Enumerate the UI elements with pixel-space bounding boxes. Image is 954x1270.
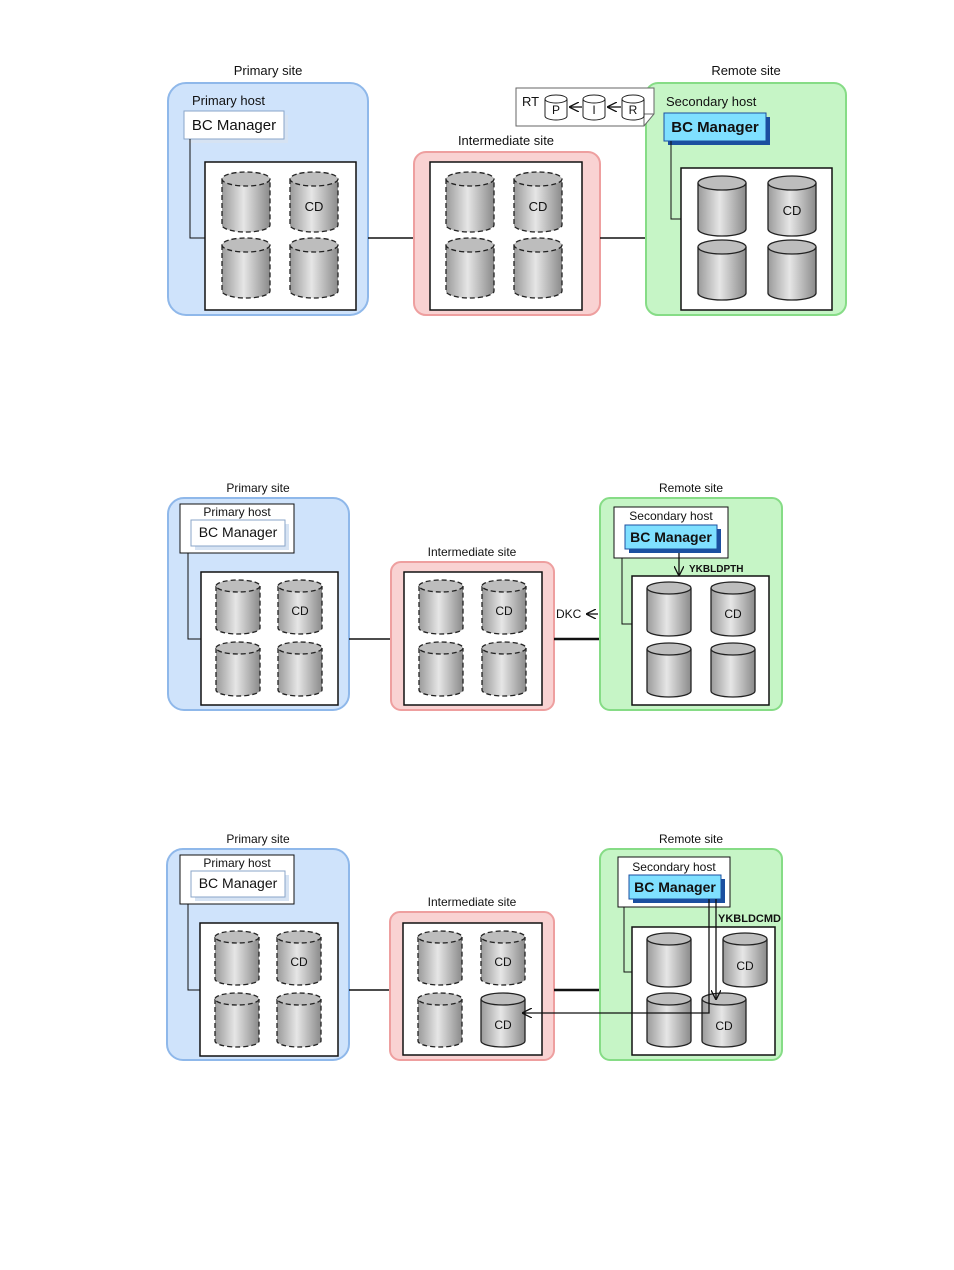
bc-manager-label: BC Manager: [671, 119, 759, 136]
volume-cylinder: [418, 641, 464, 697]
volume-cylinder: CD: [710, 581, 756, 637]
volume-cylinder: CD: [289, 171, 339, 233]
volume-cylinder: CD: [513, 171, 563, 233]
route-legend: RT P I R: [515, 87, 655, 127]
volume-cylinder: [445, 171, 495, 233]
volume-cylinder: [417, 930, 463, 986]
volume-cylinder: [214, 992, 260, 1048]
bc-manager-label: BC Manager: [192, 117, 276, 134]
legend-p-cylinder: P: [544, 94, 568, 121]
legend-i-cylinder: I: [582, 94, 606, 121]
cd-label: CD: [783, 203, 802, 218]
volume-cylinder: [221, 237, 271, 299]
volume-cylinder: CD: [481, 579, 527, 635]
volume-cylinder: [277, 641, 323, 697]
primary-site-label: Primary site: [226, 481, 290, 495]
bc-manager-box: BC Manager: [190, 870, 289, 901]
cd-label: CD: [494, 955, 512, 969]
primary-host-label: Primary host: [203, 505, 271, 519]
bc-manager-label: BC Manager: [630, 529, 712, 545]
host-connector: [670, 141, 681, 220]
intermediate-site-label: Intermediate site: [428, 545, 517, 559]
host-connector: [623, 907, 632, 973]
volume-cylinder: CD: [277, 579, 323, 635]
legend-i-label: I: [592, 103, 595, 117]
legend-r-cylinder: R: [621, 94, 645, 121]
volume-cylinder: [646, 642, 692, 698]
volume-cylinder: [646, 581, 692, 637]
volume-cylinder: [276, 992, 322, 1048]
cd-label: CD: [715, 1019, 733, 1033]
volume-cylinder: [646, 992, 692, 1048]
remote-site-label: Remote site: [659, 832, 723, 846]
volume-cylinder: [710, 642, 756, 698]
volume-cylinder: [417, 992, 463, 1048]
volume-cylinder: [697, 239, 747, 301]
intermediate-site-label: Intermediate site: [428, 895, 517, 909]
remote-site-label: Remote site: [711, 63, 780, 78]
legend-r-label: R: [629, 103, 638, 117]
diagram-3: Primary site Primary host BC Manager CD: [166, 832, 783, 1061]
primary-host-label: Primary host: [192, 93, 265, 108]
cd-label: CD: [291, 604, 309, 618]
volume-cylinder: CD: [701, 992, 747, 1048]
bc-manager-label: BC Manager: [199, 524, 278, 540]
primary-site-label: Primary site: [226, 832, 290, 846]
secondary-host-label: Secondary host: [629, 509, 713, 523]
dkc-label: DKC: [556, 607, 582, 621]
volume-cylinder: [767, 239, 817, 301]
cd-label: CD: [305, 199, 324, 214]
volume-cylinder: CD: [480, 930, 526, 986]
volume-cylinder: CD: [722, 932, 768, 988]
bc-manager-label: BC Manager: [634, 879, 716, 895]
bc-manager-box: BC Manager: [628, 874, 725, 903]
bc-manager-box: BC Manager: [663, 112, 770, 145]
cd-label: CD: [495, 604, 513, 618]
volume-cylinder: [221, 171, 271, 233]
host-connector: [189, 139, 205, 239]
cd-label: CD: [724, 607, 742, 621]
cd-label: CD: [529, 199, 548, 214]
primary-site-label: Primary site: [234, 63, 303, 78]
primary-host-label: Primary host: [203, 856, 271, 870]
host-connector: [187, 553, 201, 640]
command-route-arrow: [523, 899, 710, 1013]
legend-rt-label: RT: [522, 94, 539, 109]
legend-p-label: P: [552, 103, 560, 117]
volume-cylinder: CD: [767, 175, 817, 237]
diagram-1: Primary site Primary host BC Manager CD: [167, 63, 847, 316]
ykbldpth-label: YKBLDPTH: [689, 564, 743, 575]
volume-cylinder: [215, 641, 261, 697]
cd-label: CD: [736, 959, 754, 973]
volume-cylinder: CD: [480, 992, 526, 1048]
cd-label: CD: [290, 955, 308, 969]
host-connector: [187, 904, 200, 991]
secondary-host-label: Secondary host: [632, 860, 716, 874]
bc-manager-box: BC Manager: [190, 519, 289, 550]
volume-cylinder: [445, 237, 495, 299]
cd-label: CD: [494, 1018, 512, 1032]
volume-cylinder: [289, 237, 339, 299]
volume-cylinder: [697, 175, 747, 237]
bc-manager-box: BC Manager: [624, 524, 721, 553]
volume-cylinder: [418, 579, 464, 635]
diagram-2: Primary site Primary host BC Manager CD: [167, 481, 783, 711]
bc-manager-label: BC Manager: [199, 875, 278, 891]
ykbldcmd-label: YKBLDCMD: [718, 913, 781, 925]
volume-cylinder: [215, 579, 261, 635]
secondary-host-label: Secondary host: [666, 94, 757, 109]
intermediate-site-label: Intermediate site: [458, 133, 554, 148]
volume-cylinder: CD: [276, 930, 322, 986]
bc-manager-box: BC Manager: [183, 110, 288, 143]
volume-cylinder: [214, 930, 260, 986]
volume-cylinder: [646, 932, 692, 988]
volume-cylinder: [513, 237, 563, 299]
remote-site-label: Remote site: [659, 481, 723, 495]
volume-cylinder: [481, 641, 527, 697]
host-connector: [621, 558, 632, 625]
